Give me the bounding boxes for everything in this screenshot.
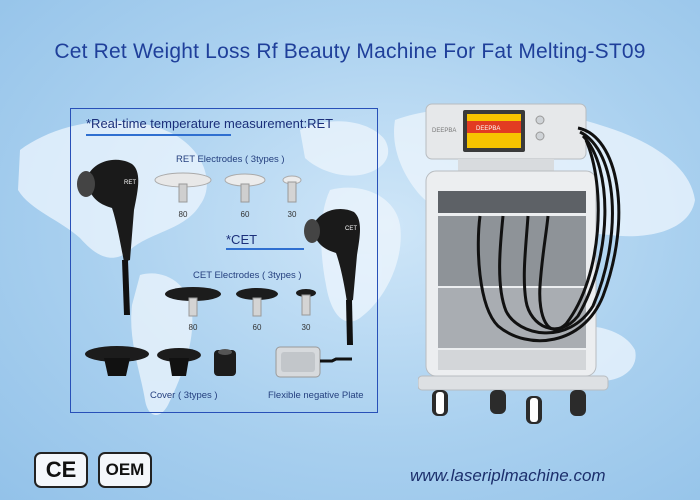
website-link[interactable]: www.laseriplmachine.com bbox=[410, 466, 606, 485]
machine-screen-text: DEEPBA bbox=[476, 126, 500, 132]
ret-electrode-30 bbox=[282, 175, 302, 203]
cet-heading: *CET bbox=[226, 232, 258, 247]
page-title: Cet Ret Weight Loss Rf Beauty Machine Fo… bbox=[54, 40, 646, 63]
cover-large bbox=[85, 346, 149, 376]
ret-heading: *Real-time temperature measurement:RET bbox=[86, 116, 334, 131]
ret-electrode-60 bbox=[224, 173, 266, 203]
ret-size-80: 80 bbox=[178, 210, 188, 219]
cet-size-60: 60 bbox=[252, 323, 262, 332]
cet-electrode-30 bbox=[296, 289, 316, 316]
ret-electrodes-label: RET Electrodes ( 3types ) bbox=[176, 154, 285, 165]
ret-handle-text: RET bbox=[124, 180, 136, 186]
ret-heading-underline bbox=[86, 134, 231, 136]
negative-plate bbox=[275, 346, 352, 378]
cet-heading-underline bbox=[226, 248, 304, 250]
ret-handpiece: RET bbox=[77, 159, 139, 315]
machine-brand: DEEPBA bbox=[432, 128, 456, 134]
cover-label: Cover ( 3types ) bbox=[150, 390, 218, 401]
cet-size-80: 80 bbox=[188, 323, 198, 332]
ret-electrode-80 bbox=[154, 172, 212, 203]
beauty-machine: DEEPBA DEEPBA bbox=[418, 103, 621, 424]
ret-electrodes bbox=[154, 172, 302, 203]
cover-small bbox=[214, 349, 236, 376]
cet-size-30: 30 bbox=[301, 323, 311, 332]
oem-badge: OEM bbox=[98, 452, 152, 488]
cet-electrodes-label: CET Electrodes ( 3types ) bbox=[193, 270, 302, 281]
ce-badge: CE bbox=[34, 452, 88, 488]
cet-electrode-60 bbox=[236, 288, 278, 317]
cet-handpiece: CET bbox=[304, 208, 360, 345]
cet-electrodes bbox=[165, 287, 316, 317]
ret-size-60: 60 bbox=[240, 210, 250, 219]
accessories-panel bbox=[70, 108, 378, 413]
covers bbox=[85, 346, 236, 376]
cet-electrode-80 bbox=[165, 287, 221, 317]
cover-medium bbox=[157, 348, 201, 376]
plate-label: Flexible negative Plate bbox=[268, 390, 364, 401]
ret-size-30: 30 bbox=[287, 210, 297, 219]
cet-handle-text: CET bbox=[345, 226, 357, 232]
